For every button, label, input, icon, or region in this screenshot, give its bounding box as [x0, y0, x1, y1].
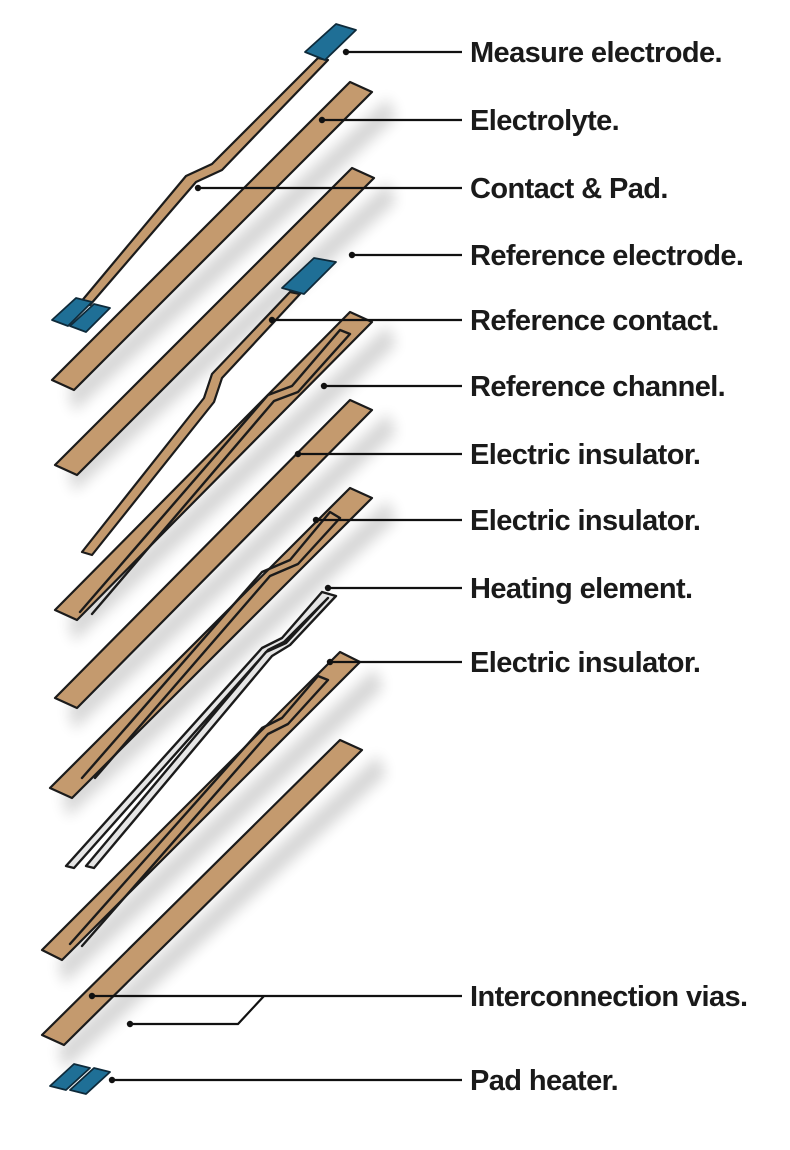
label-heating-element: Heating element. [470, 573, 692, 605]
upper-plate-layer [53, 166, 376, 477]
contact-pad-right [69, 303, 111, 333]
label-pad-heater: Pad heater. [470, 1065, 618, 1097]
label-measure-electrode: Measure electrode. [470, 37, 722, 69]
reference-channel-plate [53, 310, 374, 622]
leader-lines [88, 48, 462, 1084]
contact-pad-left [51, 297, 93, 327]
pad-heater-layer [49, 1063, 111, 1095]
interconnection-vias-layer [40, 738, 364, 1047]
label-electric-insulator-1: Electric insulator. [470, 439, 700, 471]
label-electrolyte: Electrolyte. [470, 105, 619, 137]
reference-channel-slot [78, 328, 352, 616]
label-electric-insulator-3: Electric insulator. [470, 647, 700, 679]
label-contact-pad: Contact & Pad. [470, 173, 668, 205]
label-reference-electrode: Reference electrode. [470, 240, 743, 272]
electric-insulator-layer-1 [53, 398, 374, 710]
reference-electrode-pad [281, 257, 337, 295]
measure-contact-layer [51, 23, 357, 333]
label-interconnection-vias: Interconnection vias. [470, 981, 747, 1013]
electric-insulator-layer-2-group [48, 486, 374, 800]
insulator-2-trace [80, 510, 342, 780]
heating-element-layer [64, 590, 338, 870]
measure-electrode-pad [304, 23, 357, 61]
label-reference-contact: Reference contact. [470, 305, 719, 337]
pad-heater-right [69, 1067, 111, 1095]
pad-heater-left [49, 1063, 91, 1091]
layer-shadows [58, 98, 396, 1070]
insulator-3-trace [68, 674, 330, 948]
labels: Measure electrode. Electrolyte. Contact … [470, 37, 748, 1097]
label-electric-insulator-2: Electric insulator. [470, 505, 700, 537]
reference-channel-layer [53, 310, 374, 622]
electrolyte-layer [50, 80, 374, 392]
label-reference-channel: Reference channel. [470, 371, 725, 403]
